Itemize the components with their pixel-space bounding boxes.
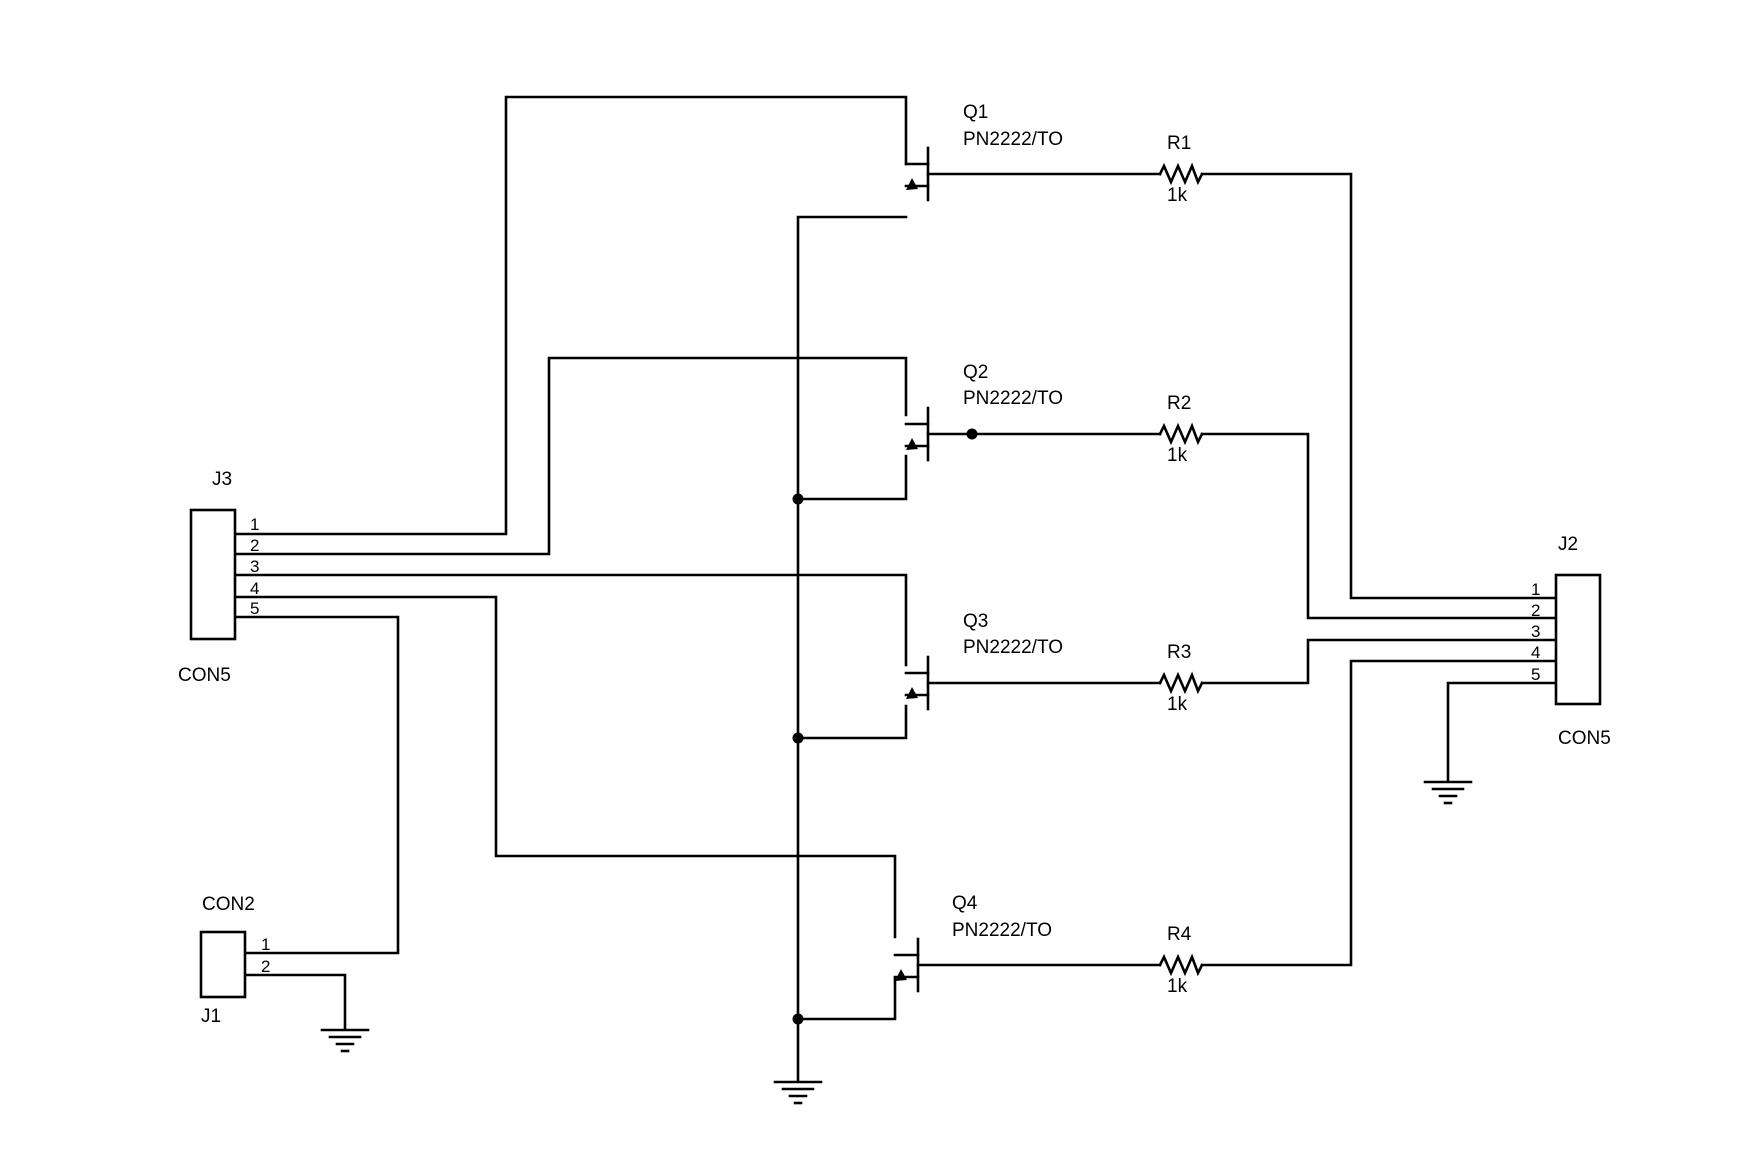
r4-ref-label: R4	[1167, 924, 1192, 945]
j3-pin-label: 2	[250, 536, 259, 555]
j3-ref-label: J3	[212, 469, 232, 490]
npn-transistor-icon	[893, 937, 920, 993]
ground-icon	[320, 1028, 370, 1053]
q3-ref-label: Q3	[963, 611, 988, 632]
junction-dot-icon	[792, 732, 804, 744]
connector-icon	[199, 930, 247, 999]
j3-pin-label: 5	[250, 599, 259, 618]
wire-j2-pin5-to-ground	[1446, 681, 1557, 782]
q4-value-label: PN2222/TO	[952, 920, 1052, 941]
wire-r4-to-j2-pin4	[1200, 659, 1557, 967]
q1-value-label: PN2222/TO	[963, 129, 1063, 150]
connector-j3[interactable]: J3 CON5 1 2 3 4 5	[178, 469, 259, 686]
q4-ref-label: Q4	[952, 893, 978, 914]
npn-transistor-icon	[904, 655, 930, 711]
wire-emitter-bus	[796, 215, 908, 1083]
junctions	[792, 428, 978, 1025]
wire-j1-pin2-to-ground	[243, 973, 347, 1030]
ground-icon	[1423, 780, 1473, 805]
q2-ref-label: Q2	[963, 362, 988, 383]
transistor-q1[interactable]: Q1 PN2222/TO	[904, 102, 1063, 202]
resistor-icon	[1158, 671, 1204, 695]
transistor-q4[interactable]: Q4 PN2222/TO	[893, 893, 1052, 993]
npn-transistor-icon	[904, 146, 930, 202]
npn-transistor-icon	[904, 406, 930, 462]
r3-ref-label: R3	[1167, 642, 1191, 663]
wire-r2-to-j2-pin2	[1200, 432, 1557, 620]
resistor-r3[interactable]: R3 1k	[1158, 642, 1204, 715]
j1-ref-label: J1	[201, 1006, 221, 1027]
r4-value-label: 1k	[1167, 976, 1188, 997]
junction-dot-icon	[966, 428, 978, 440]
j2-pin-label: 2	[1531, 601, 1540, 620]
resistor-r2[interactable]: R2 1k	[1158, 393, 1204, 466]
r1-value-label: 1k	[1167, 185, 1188, 206]
j2-pin-label: 5	[1531, 665, 1540, 684]
connector-icon	[189, 508, 237, 641]
resistor-r1[interactable]: R1 1k	[1158, 133, 1204, 206]
j2-value-label: CON5	[1558, 728, 1611, 749]
r3-value-label: 1k	[1167, 694, 1188, 715]
junction-dot-icon	[792, 1013, 804, 1025]
r2-ref-label: R2	[1167, 393, 1191, 414]
j3-pin-label: 1	[250, 515, 259, 534]
q2-value-label: PN2222/TO	[963, 388, 1063, 409]
wire-q3-emitter	[796, 704, 908, 740]
j2-pin-label: 4	[1531, 643, 1540, 662]
j1-pin-label: 2	[261, 957, 270, 976]
wire-j3-pin2-to-q2	[230, 356, 908, 556]
j2-pin-label: 3	[1531, 622, 1540, 641]
j2-ref-label: J2	[1558, 534, 1578, 555]
connector-icon	[1554, 573, 1602, 706]
resistor-icon	[1158, 422, 1204, 446]
j1-value-label: CON2	[202, 894, 255, 915]
r2-value-label: 1k	[1167, 445, 1188, 466]
j3-value-label: CON5	[178, 665, 231, 686]
wire-q4-emitter	[796, 976, 897, 1021]
j2-pin-label: 1	[1531, 580, 1540, 599]
resistor-icon	[1158, 953, 1204, 977]
j3-pin-label: 3	[250, 557, 259, 576]
transistor-q2[interactable]: Q2 PN2222/TO	[904, 362, 1063, 462]
q3-value-label: PN2222/TO	[963, 637, 1063, 658]
j1-pin-label: 1	[261, 935, 270, 954]
wire-r3-to-j2-pin3	[1200, 638, 1557, 685]
q1-ref-label: Q1	[963, 102, 988, 123]
connector-j1[interactable]: CON2 J1 1 2	[199, 894, 270, 1027]
wire-q2-emitter	[796, 454, 908, 501]
resistor-icon	[1158, 162, 1204, 186]
r1-ref-label: R1	[1167, 133, 1191, 154]
junction-dot-icon	[792, 493, 804, 505]
ground-icon	[773, 1080, 823, 1105]
wire-j3-pin3-to-q3	[230, 573, 908, 667]
j3-pin-label: 4	[250, 579, 259, 598]
wire-j3-pin4-to-q4	[230, 595, 897, 939]
connector-j2[interactable]: J2 CON5 1 2 3 4 5	[1531, 534, 1611, 749]
wire-j3-pin1-to-q1	[230, 95, 908, 536]
wire-r1-to-j2-pin1	[1200, 172, 1557, 600]
resistor-r4[interactable]: R4 1k	[1158, 924, 1204, 997]
transistor-q3[interactable]: Q3 PN2222/TO	[904, 611, 1063, 711]
wire-j3-pin5-to-j1-pin1	[230, 615, 400, 955]
wires	[230, 95, 1557, 1083]
